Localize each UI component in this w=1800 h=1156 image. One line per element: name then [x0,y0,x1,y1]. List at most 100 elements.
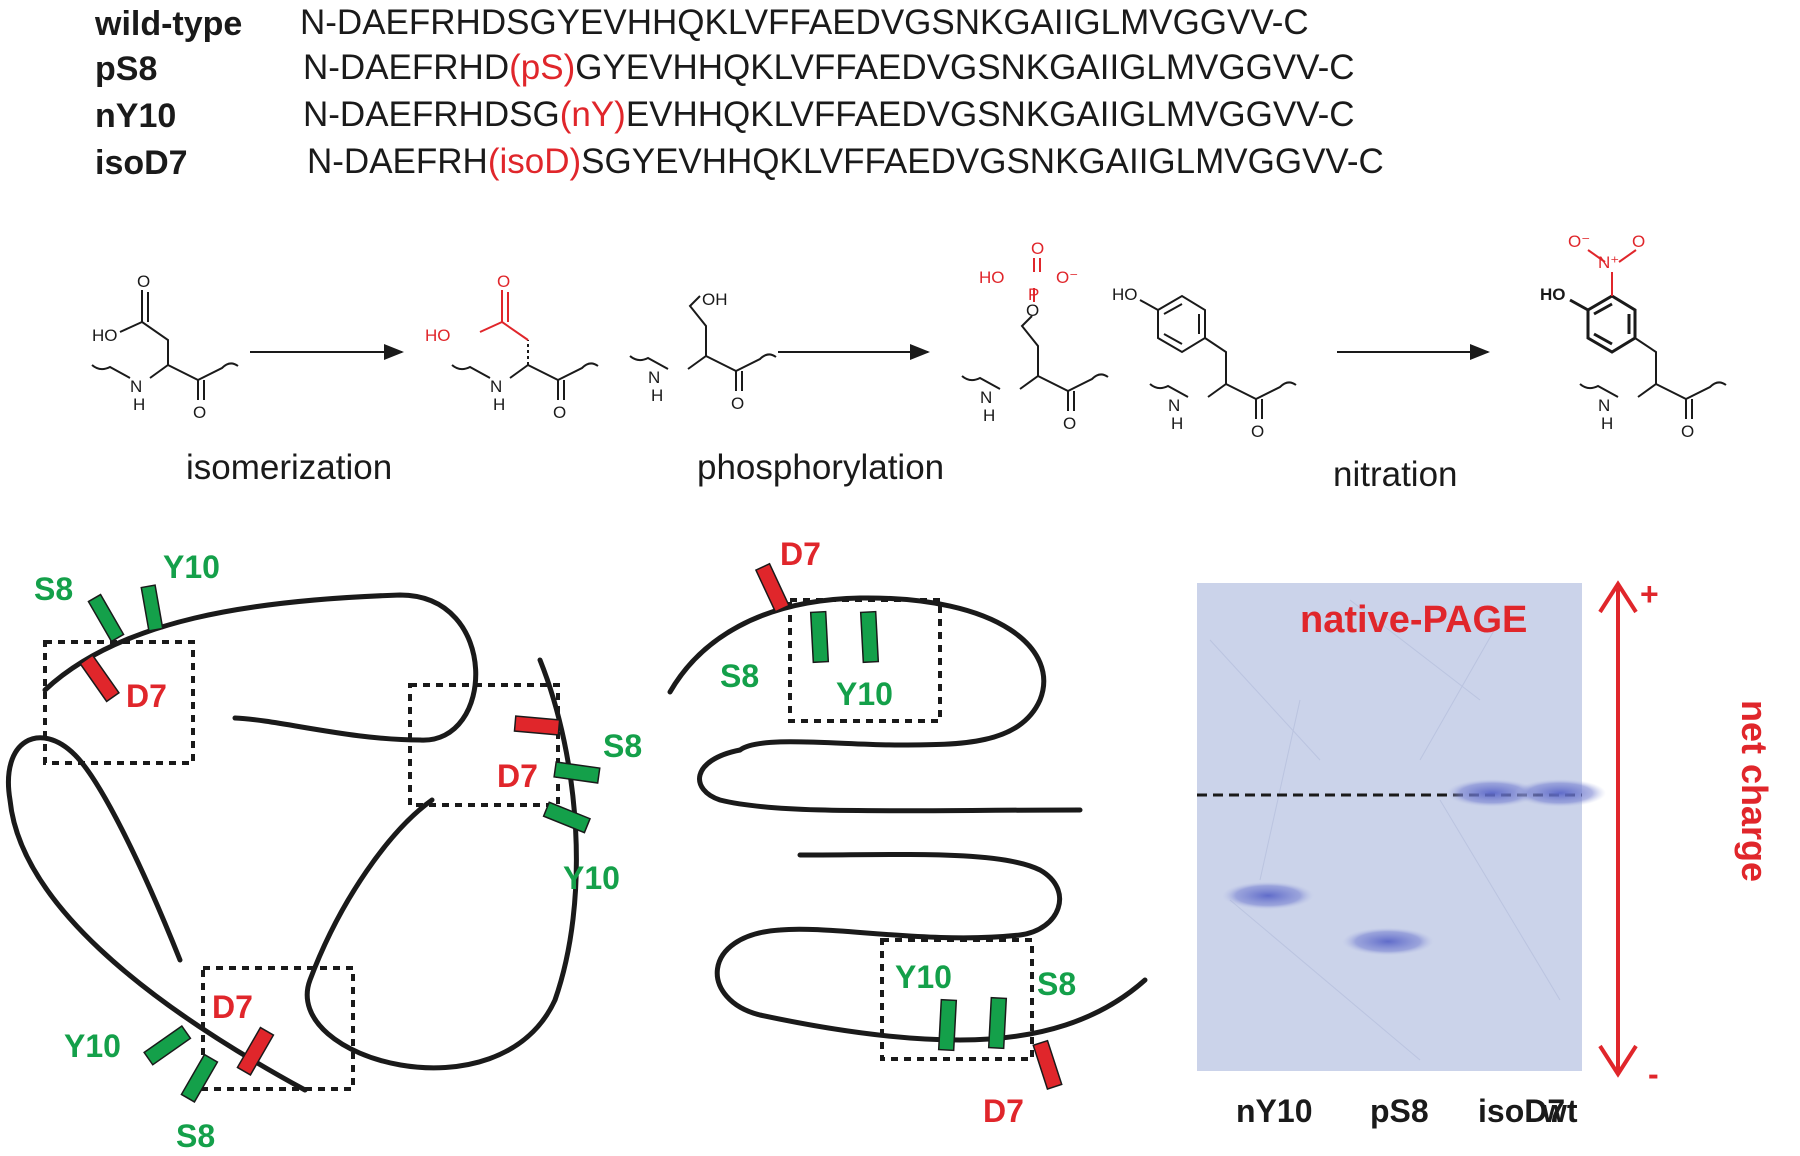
chem-label-o: O [1063,414,1076,433]
residue-label-y10: Y10 [163,549,220,585]
seq-text: N-DAEFRHDSG(nY)EVHHQKLVFFAEDVGSNKGAIIGLM… [303,94,1355,136]
gel-lane-label: isoD7 [1478,1093,1565,1129]
seq-pre: N-DAEFRHDSGYEVHHQKLVFFAEDVGSNKGAIIGLMVGG… [300,3,1309,42]
fibril-strand [6,735,308,1093]
chem-label-o: O [137,272,150,291]
charge-minus: - [1648,1056,1659,1092]
chem-label-n: N [1598,396,1610,415]
seq-text: N-DAEFRHDSGYEVHHQKLVFFAEDVGSNKGAIIGLMVGG… [300,2,1309,44]
chem-label-n: N [980,388,992,407]
marker-d7 [1032,1039,1063,1090]
chem-label-p: P [1028,285,1039,304]
chem-label-ominus: O⁻ [1056,268,1078,287]
chem-label-oh: OH [702,290,728,309]
dotted-box [788,598,942,723]
chem-label-o: O [1026,301,1039,320]
net-charge-label: net charge [1734,700,1775,882]
seq-post: GYEVHHQKLVFFAEDVGSNKGAIIGLMVGGVV-C [575,48,1355,87]
chem-label-ho: HO [92,326,118,345]
marker-s8 [987,996,1008,1050]
chem-label-n: N [1168,396,1180,415]
seq-mod: (nY) [559,95,626,134]
chem-label-h: H [983,406,995,425]
residue-label-d7: D7 [126,678,167,714]
seq-post: SGYEVHHQKLVFFAEDVGSNKGAIIGLMVGGVV-C [581,142,1384,181]
chem-label-ho: HO [1112,285,1138,304]
marker-s8 [87,593,125,643]
dotted-box [880,938,1034,1061]
marker-s8 [553,761,601,784]
dotted-box [43,640,195,765]
residue-label-s8: S8 [34,571,73,607]
chem-label-o: O [497,272,510,291]
fibril-strand [42,592,479,743]
marker-y10 [859,610,880,664]
label-phosphorylation: phosphorylation [697,448,945,487]
dotted-box [201,966,355,1091]
chem-label-ho: HO [979,268,1005,287]
seq-pre: N-DAEFRHDSG [303,95,560,134]
marker-s8 [180,1053,219,1103]
residue-label-s8: S8 [603,728,642,764]
charge-plus: + [1640,576,1659,612]
chem-label-n: N [130,377,142,396]
nitrotyrosine-structure [1569,249,1727,419]
label-nitration: nitration [1333,455,1458,494]
label-isomerization: isomerization [186,448,393,487]
residue-label-d7: D7 [780,536,821,572]
chem-label-o: O [731,394,744,413]
marker-y10 [140,584,164,632]
marker-y10 [143,1025,192,1066]
seq-name: nY10 [95,97,177,135]
gel-lane-label: nY10 [1236,1093,1312,1129]
chem-label-h: H [1171,414,1183,433]
marker-d7 [79,654,120,703]
gel-image [1197,583,1582,1071]
residue-label-d7: D7 [212,989,253,1025]
chem-label-o: O [1632,232,1645,251]
phosphoserine-structure [961,258,1109,411]
chem-label-h: H [493,395,505,414]
seq-pre: N-DAEFRH [307,142,488,181]
residue-label-y10: Y10 [64,1028,121,1064]
chem-label-o: O [1681,422,1694,441]
seq-mod: (pS) [509,48,576,87]
seq-name: isoD7 [95,144,188,182]
reaction-schemes: HO O N H O HO O N H O OH N H O O P O HO … [91,232,1727,441]
chem-label-h: H [133,395,145,414]
residue-label-d7: D7 [983,1093,1024,1129]
chem-label-n: N [490,377,502,396]
seq-post: EVHHQKLVFFAEDVGSNKGAIIGLMVGGVV-C [625,95,1355,134]
chem-label-o: O [1251,422,1264,441]
fibril-diagrams: S8 Y10 D7 S8 D7 Y10 D7 Y10 S8 D7 S8 Y10 … [6,536,1148,1154]
gel-band [1222,881,1314,910]
seq-text: N-DAEFRHD(pS)GYEVHHQKLVFFAEDVGSNKGAIIGLM… [303,47,1355,89]
chem-label-nplus: N⁺ [1598,253,1619,272]
chem-label-o: O [193,403,206,422]
marker-d7 [754,562,790,613]
residue-label-y10: Y10 [563,860,620,896]
aspartate-structure [91,290,239,400]
residue-label-s8: S8 [176,1118,215,1154]
isoaspartate-structure [451,290,599,400]
chem-label-o: O [553,403,566,422]
seq-name: wild-type [95,5,243,43]
gel-band [1514,779,1606,807]
seq-pre: N-DAEFRHD [303,48,510,87]
residue-label-d7: D7 [497,758,538,794]
marker-s8 [809,610,830,664]
fibril-strand [714,851,1148,1043]
chem-label-ho: HO [1540,285,1566,304]
gel-lane-label: wt [1541,1093,1578,1129]
chem-label-ho: HO [425,326,451,345]
seq-text: N-DAEFRH(isoD)SGYEVHHQKLVFFAEDVGSNKGAIIG… [307,141,1384,183]
serine-structure [629,295,777,391]
tyrosine-structure [1139,294,1297,419]
marker-d7 [513,715,561,736]
gel-band [1342,927,1434,956]
residue-label-y10: Y10 [895,959,952,995]
seq-name: pS8 [95,50,158,88]
chem-label-o: O [1031,239,1044,258]
residue-label-s8: S8 [1037,966,1076,1002]
chem-label-ominus: O⁻ [1568,232,1590,251]
